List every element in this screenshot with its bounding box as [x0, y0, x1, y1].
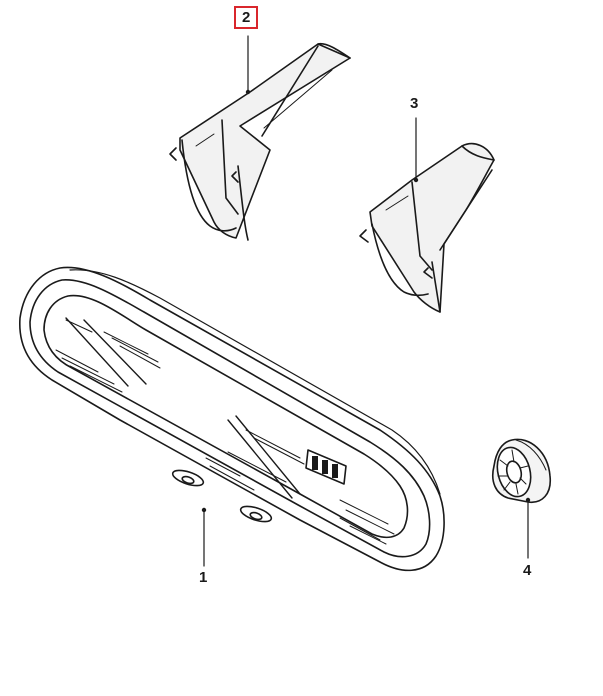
callout-part-2[interactable]: 2 [234, 6, 259, 29]
leader-dot-1 [201, 507, 207, 513]
callout-part-4[interactable]: 4 [523, 562, 532, 579]
callout-part-1[interactable]: 1 [199, 569, 208, 586]
leader-lines [203, 35, 529, 567]
callout-part-3[interactable]: 3 [410, 95, 419, 112]
part-2-mirror-cover [169, 42, 351, 241]
leader-dot-2 [245, 89, 251, 95]
mirror-switch-panel [305, 449, 347, 485]
glass-glare-hatching [55, 317, 395, 545]
leader-dot-3 [413, 177, 419, 183]
mirror-map-lights [171, 469, 273, 523]
part-4-knob [492, 438, 552, 503]
part-1-rear-view-mirror [19, 266, 445, 572]
leader-dot-4 [525, 497, 531, 503]
part-3-mirror-cover [359, 142, 495, 313]
